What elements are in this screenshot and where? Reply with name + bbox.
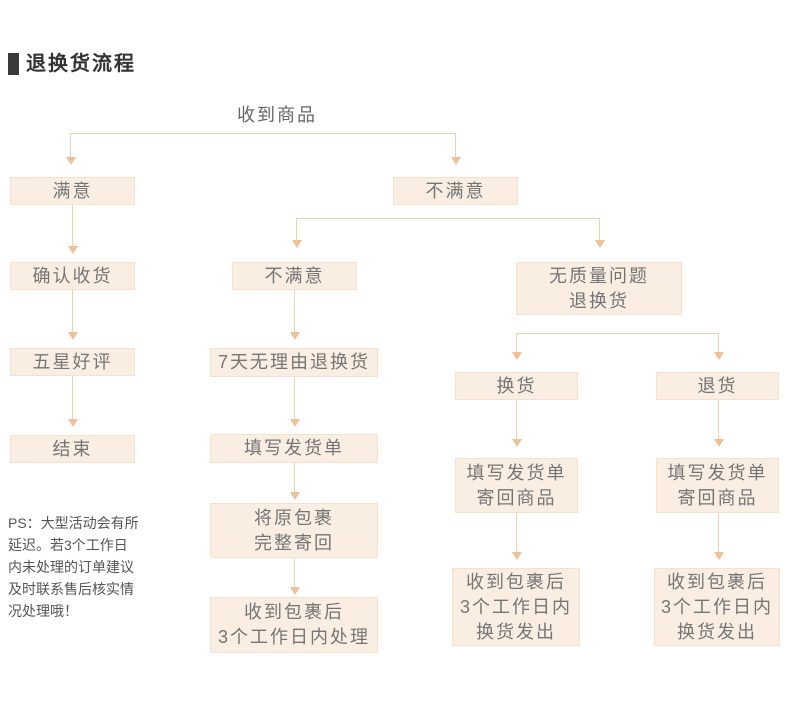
connector-line bbox=[294, 463, 295, 493]
node-package-received-exchange-left: 收到包裹后 3个工作日内 换货发出 bbox=[452, 568, 580, 646]
connector-line bbox=[70, 133, 456, 134]
connector-line bbox=[516, 513, 517, 553]
arrowhead-down-icon bbox=[512, 439, 522, 447]
arrowhead-down-icon bbox=[290, 419, 300, 427]
node-exchange: 换货 bbox=[455, 372, 578, 400]
arrowhead-down-icon bbox=[714, 439, 724, 447]
node-unsatisfied: 不满意 bbox=[393, 177, 518, 205]
connector-line bbox=[296, 218, 600, 219]
arrowhead-down-icon bbox=[512, 552, 522, 560]
arrowhead-down-icon bbox=[451, 157, 461, 165]
node-fill-form-return-left: 填写发货单 寄回商品 bbox=[455, 458, 578, 513]
connector-line bbox=[516, 333, 719, 334]
connector-line bbox=[718, 513, 719, 553]
node-no-quality-issue-return: 无质量问题 退换货 bbox=[516, 262, 682, 315]
arrowhead-down-icon bbox=[68, 332, 78, 340]
arrowhead-down-icon bbox=[512, 352, 522, 360]
node-confirm-receipt: 确认收货 bbox=[10, 262, 135, 290]
ps-note: PS：大型活动会有所 延迟。若3个工作日 内未处理的订单建议 及时联系售后核实情… bbox=[8, 515, 139, 619]
node-return-original-package: 将原包裹 完整寄回 bbox=[210, 503, 378, 558]
arrowhead-down-icon bbox=[714, 352, 724, 360]
node-process-in-3-days: 收到包裹后 3个工作日内处理 bbox=[210, 597, 378, 653]
connector-line bbox=[294, 558, 295, 588]
node-package-received-exchange-right: 收到包裹后 3个工作日内 换货发出 bbox=[654, 568, 780, 646]
title-marker-bar bbox=[8, 53, 19, 75]
arrowhead-down-icon bbox=[68, 246, 78, 254]
node-end: 结束 bbox=[10, 435, 135, 463]
node-five-star-review: 五星好评 bbox=[10, 348, 135, 376]
connector-line bbox=[296, 218, 297, 241]
arrowhead-down-icon bbox=[290, 587, 300, 595]
arrowhead-down-icon bbox=[714, 552, 724, 560]
node-satisfied: 满意 bbox=[10, 177, 135, 205]
arrowhead-down-icon bbox=[595, 240, 605, 248]
arrowhead-down-icon bbox=[292, 240, 302, 248]
connector-line bbox=[718, 400, 719, 440]
node-fill-form-return-right: 填写发货单 寄回商品 bbox=[656, 458, 779, 513]
connector-line bbox=[72, 290, 73, 333]
connector-line bbox=[294, 377, 295, 420]
arrowhead-down-icon bbox=[290, 492, 300, 500]
page-title: 退换货流程 bbox=[26, 53, 136, 75]
connector-line bbox=[718, 333, 719, 353]
node-seven-day-return: 7天无理由退换货 bbox=[210, 348, 378, 377]
node-refund: 退货 bbox=[656, 372, 779, 400]
connector-line bbox=[294, 290, 295, 333]
connector-line bbox=[599, 218, 600, 241]
connector-line bbox=[70, 133, 71, 158]
node-unsatisfied-2: 不满意 bbox=[232, 262, 357, 290]
connector-line bbox=[516, 400, 517, 440]
arrowhead-down-icon bbox=[68, 419, 78, 427]
connector-line bbox=[516, 333, 517, 353]
connector-line bbox=[72, 376, 73, 420]
arrowhead-down-icon bbox=[290, 332, 300, 340]
connector-line bbox=[72, 205, 73, 247]
node-received-goods: 收到商品 bbox=[237, 105, 317, 125]
arrowhead-down-icon bbox=[66, 157, 76, 165]
connector-line bbox=[455, 133, 456, 158]
node-fill-shipping-form: 填写发货单 bbox=[210, 434, 378, 463]
